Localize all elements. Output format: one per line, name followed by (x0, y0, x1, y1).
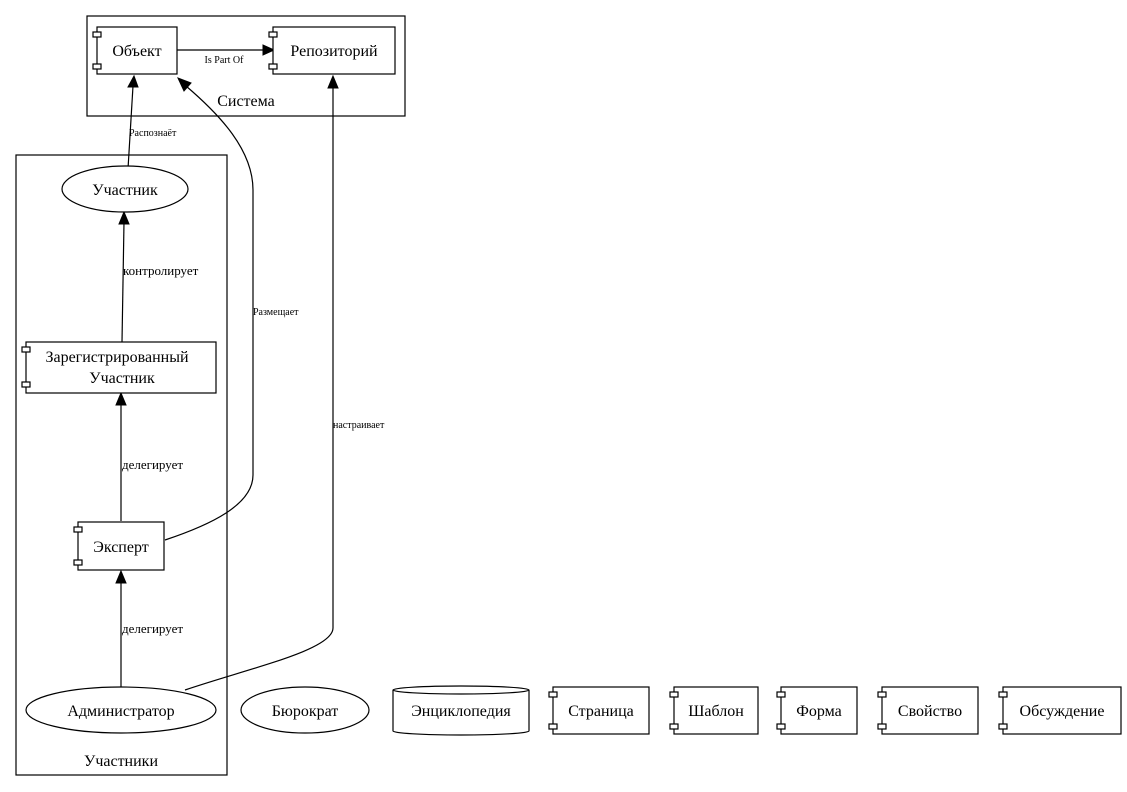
edge-configures: настраивает (184, 74, 385, 691)
node-page[interactable]: Страница (548, 686, 650, 735)
edge-recognizes: Распознаёт (127, 74, 177, 170)
edge-places: Размещает (164, 77, 299, 541)
node-repository-label: Репозиторий (290, 43, 378, 60)
node-template-label: Шаблон (688, 703, 744, 720)
node-page-label: Страница (568, 703, 634, 720)
component-port-icon (548, 691, 558, 698)
component-port-icon (998, 691, 1008, 698)
component-port-icon (548, 723, 558, 730)
edge-label-recognizes: Распознаёт (129, 128, 177, 139)
node-property[interactable]: Свойство (877, 686, 979, 735)
node-admin-ellipse (25, 686, 217, 734)
node-form-box (780, 686, 858, 735)
component-port-icon (21, 346, 31, 353)
node-registered-label-line1: Зарегистрированный (45, 349, 189, 366)
node-participant[interactable]: Участник (61, 165, 189, 213)
cylinder-body-icon (392, 690, 530, 736)
cluster-participants: Участники (15, 154, 228, 776)
edge-delegates-1: делегирует (115, 391, 183, 521)
node-page-box (552, 686, 650, 735)
node-registered-participant[interactable]: Зарегистрированный Участник (21, 341, 217, 394)
edge-delegates-2: делегирует (115, 569, 183, 687)
component-port-icon (268, 63, 278, 70)
cluster-participants-label: Участники (84, 753, 158, 770)
cluster-system: Система (86, 15, 406, 117)
component-port-icon (268, 31, 278, 38)
node-repository[interactable]: Репозиторий (268, 26, 396, 75)
edge-label-delegates-1: делегирует (122, 457, 183, 472)
node-form-label: Форма (796, 703, 842, 720)
node-object[interactable]: Объект (92, 26, 178, 75)
node-bureaucrat[interactable]: Бюрократ (240, 686, 370, 734)
edge-label-controls: контролирует (123, 263, 199, 278)
edge-is-part-of: Is Part Of (177, 44, 276, 66)
component-port-icon (998, 723, 1008, 730)
node-registered-box (25, 341, 217, 394)
edge-label-places: Размещает (253, 307, 299, 318)
node-discussion-label: Обсуждение (1020, 703, 1105, 720)
node-expert-box (77, 521, 165, 571)
cylinder-top-icon (392, 685, 530, 695)
arrowhead (118, 210, 130, 225)
node-property-label: Свойство (898, 703, 962, 720)
edge-line (127, 85, 134, 170)
component-port-icon (669, 723, 679, 730)
component-port-icon (73, 559, 83, 566)
cluster-participants-border (15, 154, 228, 776)
node-bureaucrat-label: Бюрократ (272, 703, 339, 720)
node-property-box (881, 686, 979, 735)
edge-line (121, 221, 125, 343)
component-port-icon (21, 381, 31, 388)
arrowhead (262, 44, 276, 56)
edge-label-delegates-2: делегирует (122, 621, 183, 636)
node-discussion-box (1002, 686, 1122, 735)
arrowhead (327, 74, 339, 89)
node-expert[interactable]: Эксперт (73, 521, 165, 571)
node-template[interactable]: Шаблон (669, 686, 759, 735)
component-port-icon (877, 723, 887, 730)
component-port-icon (92, 63, 102, 70)
edge-line (184, 88, 334, 691)
node-participant-ellipse (61, 165, 189, 213)
node-discussion[interactable]: Обсуждение (998, 686, 1122, 735)
arrowhead (127, 74, 139, 88)
edge-label-is-part-of: Is Part Of (205, 55, 245, 66)
edge-line (164, 85, 254, 541)
cluster-system-label: Система (217, 93, 275, 110)
node-object-label: Объект (112, 43, 161, 60)
node-admin[interactable]: Администратор (25, 686, 217, 734)
node-participant-label: Участник (92, 182, 158, 199)
node-template-box (673, 686, 759, 735)
node-admin-label: Администратор (67, 703, 174, 720)
node-registered-label-line2: Участник (89, 370, 155, 387)
component-port-icon (877, 691, 887, 698)
arrowhead (115, 391, 127, 406)
edge-controls: контролирует (118, 210, 199, 343)
node-encyclopedia[interactable]: Энциклопедия (392, 685, 530, 736)
arrowhead (115, 569, 127, 584)
arrowhead (177, 77, 192, 92)
component-port-icon (92, 31, 102, 38)
cluster-system-border (86, 15, 406, 117)
component-port-icon (776, 723, 786, 730)
component-port-icon (776, 691, 786, 698)
component-port-icon (73, 526, 83, 533)
node-form[interactable]: Форма (776, 686, 858, 735)
component-port-icon (669, 691, 679, 698)
node-expert-label: Эксперт (93, 539, 148, 556)
edge-label-configures: настраивает (333, 420, 385, 431)
node-repository-box (272, 26, 396, 75)
node-object-box (96, 26, 178, 75)
node-bureaucrat-ellipse (240, 686, 370, 734)
node-encyclopedia-label: Энциклопедия (411, 703, 511, 720)
